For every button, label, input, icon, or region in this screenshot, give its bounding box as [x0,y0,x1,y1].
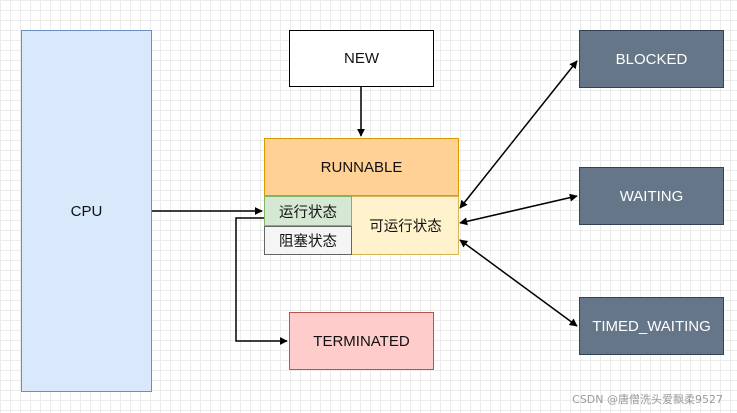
edge-runnable-timed-waiting [459,239,578,327]
ready-substate-node[interactable]: 可运行状态 [369,219,442,235]
cpu-node[interactable]: CPU [21,30,152,392]
edge-runnable-blocked [459,60,578,209]
running-substate-node[interactable]: 运行状态 [264,196,352,226]
runnable-state-node[interactable]: RUNNABLE [264,138,459,196]
blocked-state-node[interactable]: BLOCKED [579,30,724,88]
terminated-state-node[interactable]: TERMINATED [289,312,434,370]
blocking-substate-node[interactable]: 阻塞状态 [264,226,352,255]
timed-waiting-state-node[interactable]: TIMED_WAITING [579,297,724,355]
edge-runnable-waiting [459,193,578,226]
new-state-node[interactable]: NEW [289,30,434,87]
edge-running-to-terminated [235,217,288,345]
waiting-state-node[interactable]: WAITING [579,167,724,225]
csdn-watermark: CSDN @唐僧洗头爱飘柔9527 [572,393,723,406]
